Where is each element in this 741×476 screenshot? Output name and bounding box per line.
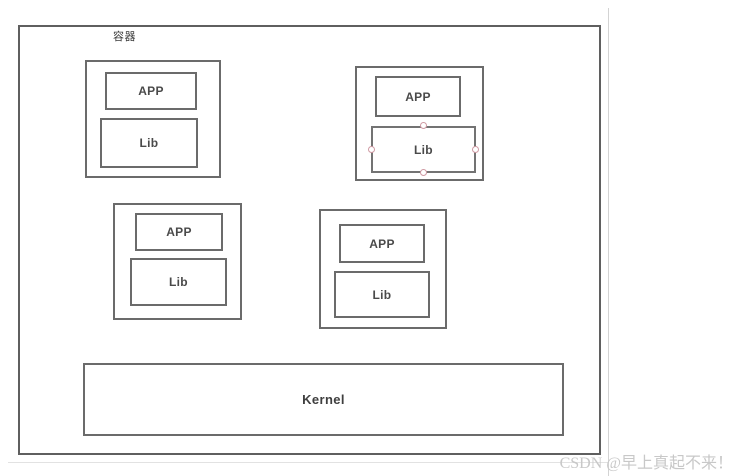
connection-handle-right[interactable]	[472, 146, 479, 153]
connection-handle-top[interactable]	[420, 122, 427, 129]
lib-box-4[interactable]: Lib	[334, 271, 430, 318]
container-caption-label: 容器	[113, 31, 136, 43]
page-boundary-guide	[608, 8, 609, 476]
connection-handle-bottom[interactable]	[420, 169, 427, 176]
connection-handle-left[interactable]	[368, 146, 375, 153]
page-boundary-guide-bottom	[8, 462, 608, 463]
lib-box-3[interactable]: Lib	[130, 258, 227, 306]
lib-box-2-selected[interactable]: Lib	[371, 126, 476, 173]
app-box-2[interactable]: APP	[375, 76, 461, 117]
kernel-box[interactable]: Kernel	[83, 363, 564, 436]
app-box-3[interactable]: APP	[135, 213, 223, 251]
app-box-4[interactable]: APP	[339, 224, 425, 263]
app-box-1[interactable]: APP	[105, 72, 197, 110]
lib-box-1[interactable]: Lib	[100, 118, 198, 168]
csdn-watermark: CSDN @早上真起不来！	[559, 455, 733, 472]
